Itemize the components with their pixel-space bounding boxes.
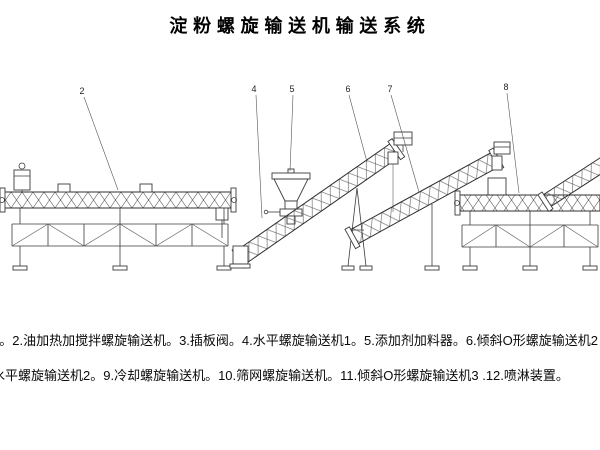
svg-text:8: 8 [503,82,508,92]
conveyor-system-drawing: 2 4 5 6 7 [0,80,600,325]
assembly-drawing: 2 4 5 6 7 [0,82,600,271]
callouts: 2 4 5 6 7 [79,82,520,219]
left-conveyor-motor [13,162,31,192]
right-conveyor-truss [461,211,599,271]
callout-8: 8 [503,82,520,194]
callout-7: 7 [387,84,420,193]
hopper-funnel [273,178,309,202]
callout-4: 4 [251,84,263,219]
left-conveyor-discharge [215,207,229,238]
right-conveyor-feed-box [487,177,507,196]
inclined-conveyor-1-boot [229,245,251,269]
callout-2: 2 [79,86,119,191]
inclined-conveyor-2-support [424,204,440,271]
right-conveyor [454,177,600,216]
legend: 1。2.油加热加搅拌螺旋输送机。3.插板阀。4.水平螺旋输送机1。5.添加剂加料… [0,333,600,385]
svg-text:2: 2 [79,86,84,96]
svg-text:7: 7 [387,84,392,94]
hopper-lid-knob [287,168,295,174]
legend-line-1: 1。2.油加热加搅拌螺旋输送机。3.插板阀。4.水平螺旋输送机1。5.添加剂加料… [0,333,599,348]
inlet-stub-2 [139,183,153,193]
left-conveyor [0,162,237,238]
svg-text:4: 4 [251,84,256,94]
callout-6: 6 [345,84,368,163]
hopper-lid [271,172,311,180]
inclined-conveyor-1 [229,131,413,271]
inclined-conveyor-1-motor [387,131,413,212]
svg-text:6: 6 [345,84,350,94]
inclined-conveyor-3 [537,140,600,213]
left-conveyor-truss [11,208,232,271]
callout-5: 5 [289,84,295,172]
inclined-conveyor-2 [344,141,511,271]
svg-text:5: 5 [289,84,294,94]
legend-line-2: 水平螺旋输送机2。9.冷却螺旋输送机。10.筛网螺旋输送机。11.倾斜O形螺旋输… [0,368,569,384]
inclined-conveyor-2-motor [491,141,511,171]
inlet-stub-1 [57,183,71,193]
drawing-title: 淀粉螺旋输送机输送系统 [169,16,431,36]
